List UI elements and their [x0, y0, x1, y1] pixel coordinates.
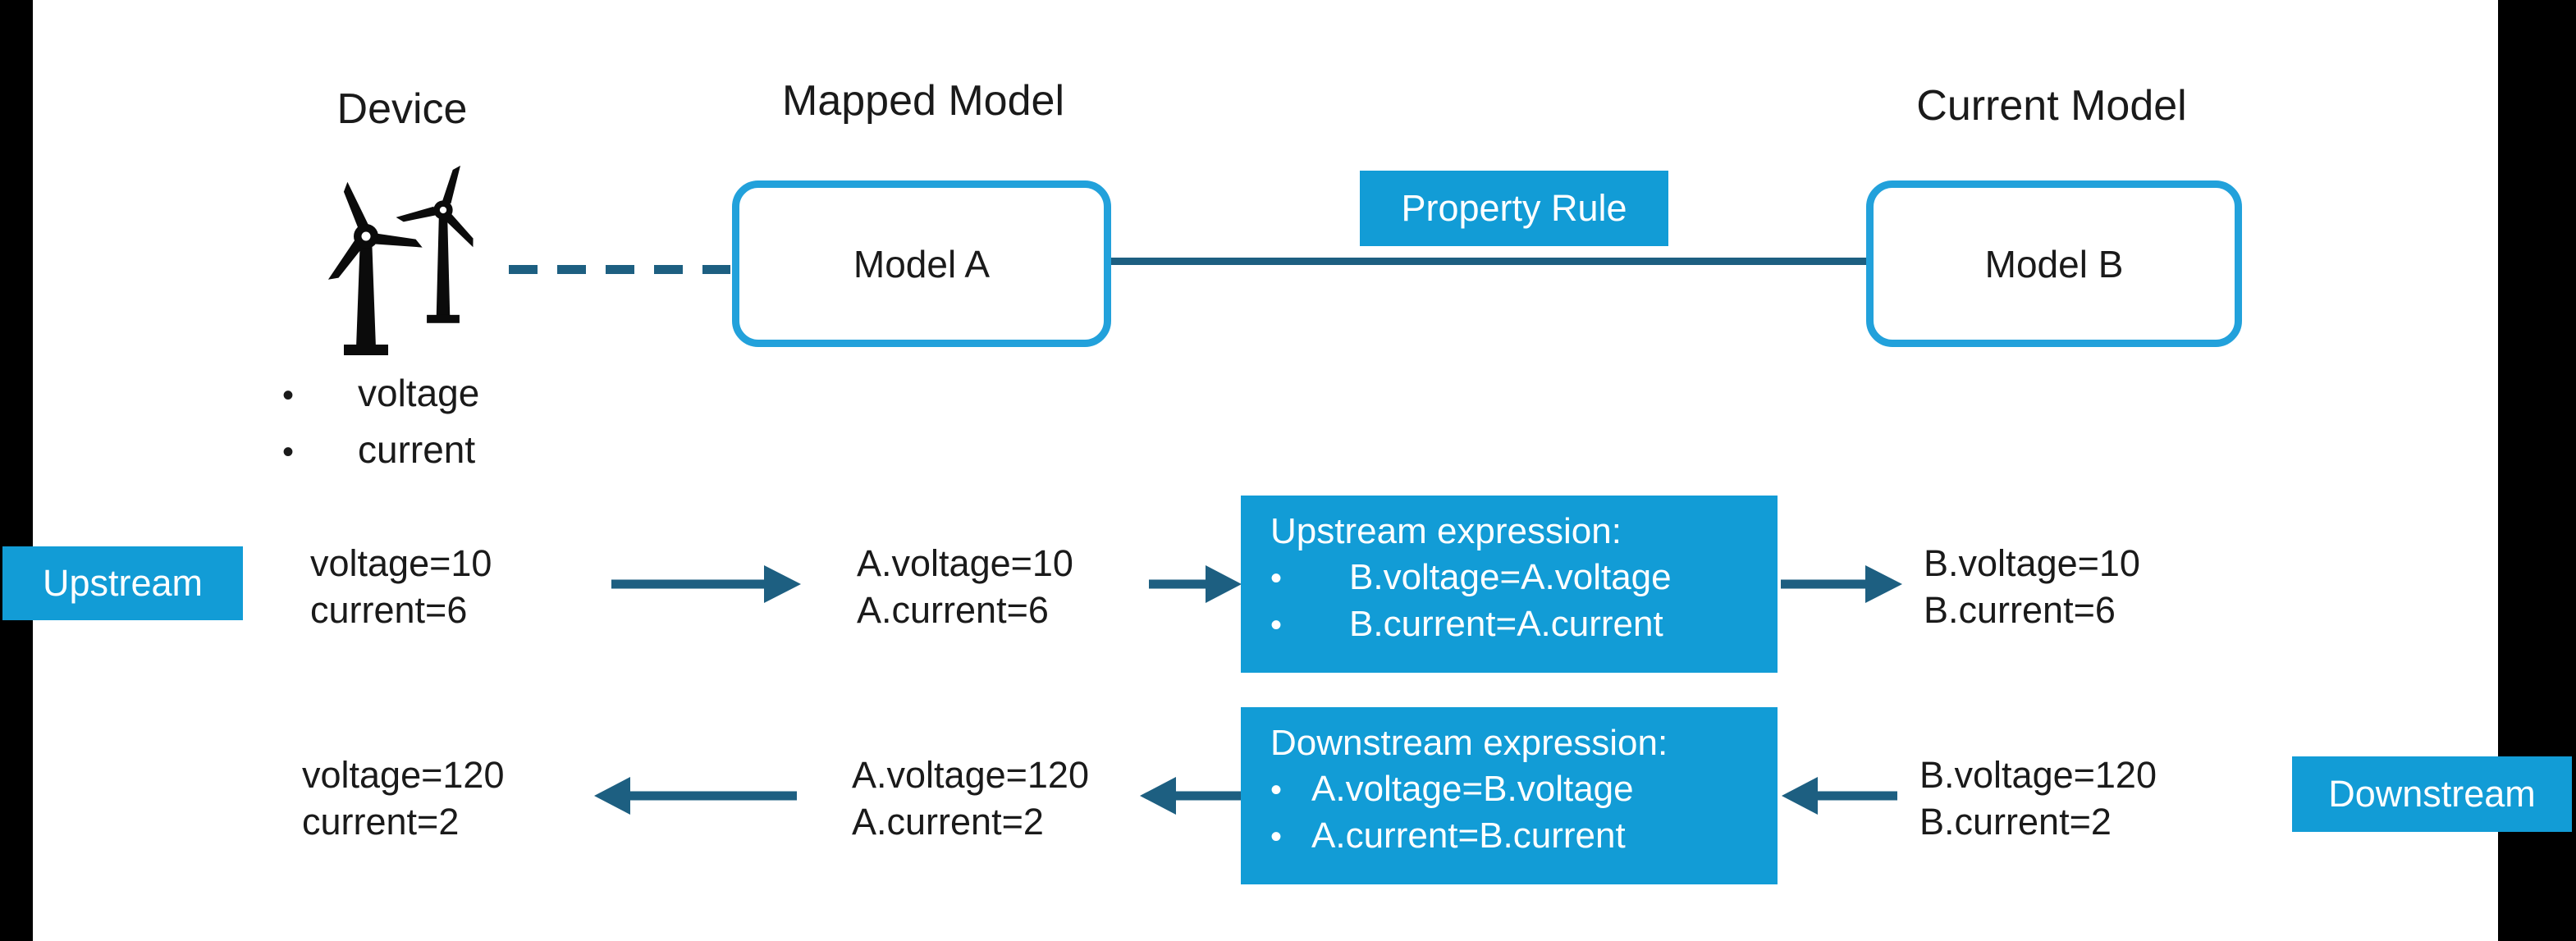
arrow-right-icon	[1149, 565, 1242, 603]
property-rule-tag: Property Rule	[1360, 171, 1668, 246]
property-rule-label: Property Rule	[1401, 187, 1627, 229]
expression-line: A.current=B.current	[1311, 815, 1626, 856]
value-line: current=2	[302, 801, 460, 843]
arrow-right-icon	[611, 565, 801, 603]
arrow-right-icon	[1781, 565, 1902, 603]
value-line: voltage=10	[310, 542, 492, 584]
downstream-badge-label: Downstream	[2328, 773, 2536, 815]
value-line: B.voltage=10	[1924, 542, 2140, 584]
bullet-icon: •	[282, 434, 295, 470]
downstream-device-values: voltage=120 current=2	[302, 751, 504, 845]
downstream-expression-box: Downstream expression: • A.voltage=B.vol…	[1241, 707, 1778, 884]
list-item: • B.voltage=A.voltage	[1270, 555, 1778, 601]
upstream-mapped-values: A.voltage=10 A.current=6	[857, 540, 1073, 633]
upstream-badge-label: Upstream	[42, 562, 204, 604]
expression-line: A.voltage=B.voltage	[1311, 769, 1634, 809]
bullet-icon: •	[1270, 607, 1283, 643]
arrow-left-icon	[1782, 777, 1897, 815]
model-a-label: Model A	[853, 242, 991, 285]
list-item: • current	[277, 423, 479, 479]
value-line: voltage=120	[302, 754, 505, 796]
device-property-label: voltage	[358, 372, 480, 414]
current-model-title: Current Model	[1916, 82, 2187, 130]
mapped-model-title: Mapped Model	[782, 77, 1064, 125]
device-title: Device	[336, 85, 468, 133]
left-edge-bar	[0, 0, 33, 941]
upstream-expression-box: Upstream expression: • B.voltage=A.volta…	[1241, 496, 1778, 673]
list-item: • B.current=A.current	[1270, 601, 1778, 648]
model-b-label: Model B	[1984, 242, 2124, 285]
value-line: B.current=6	[1924, 589, 2116, 631]
device-properties-list: • voltage • current	[277, 366, 479, 479]
list-item: • A.voltage=B.voltage	[1270, 766, 1778, 813]
list-item: • A.current=B.current	[1270, 813, 1778, 860]
value-line: A.voltage=120	[852, 754, 1089, 796]
dashed-link-line	[509, 265, 730, 274]
value-line: B.voltage=120	[1919, 754, 2157, 796]
bullet-icon: •	[1270, 772, 1283, 808]
wind-turbine-icon	[327, 165, 474, 355]
value-line: A.current=2	[852, 801, 1044, 843]
upstream-current-values: B.voltage=10 B.current=6	[1924, 540, 2140, 633]
value-line: A.voltage=10	[857, 542, 1073, 584]
bullet-icon: •	[282, 377, 295, 413]
bullet-icon: •	[1270, 560, 1283, 596]
value-line: B.current=2	[1919, 801, 2112, 843]
list-item: • voltage	[277, 366, 479, 423]
value-line: A.current=6	[857, 589, 1049, 631]
upstream-badge: Upstream	[2, 546, 243, 620]
downstream-mapped-values: A.voltage=120 A.current=2	[852, 751, 1089, 845]
model-b-box: Model B	[1866, 180, 2242, 347]
model-link-line	[1110, 258, 1869, 265]
device-property-label: current	[358, 428, 476, 471]
upstream-device-values: voltage=10 current=6	[310, 540, 492, 633]
arrow-left-icon	[1140, 777, 1241, 815]
downstream-current-values: B.voltage=120 B.current=2	[1919, 751, 2157, 845]
value-line: current=6	[310, 589, 468, 631]
expression-line: B.current=A.current	[1349, 604, 1663, 644]
bullet-icon: •	[1270, 819, 1283, 855]
arrow-left-icon	[594, 777, 797, 815]
downstream-badge: Downstream	[2292, 756, 2572, 832]
model-a-box: Model A	[732, 180, 1111, 347]
downstream-expression-title: Downstream expression:	[1270, 723, 1668, 763]
upstream-expression-title: Upstream expression:	[1270, 511, 1622, 551]
expression-line: B.voltage=A.voltage	[1349, 557, 1672, 597]
